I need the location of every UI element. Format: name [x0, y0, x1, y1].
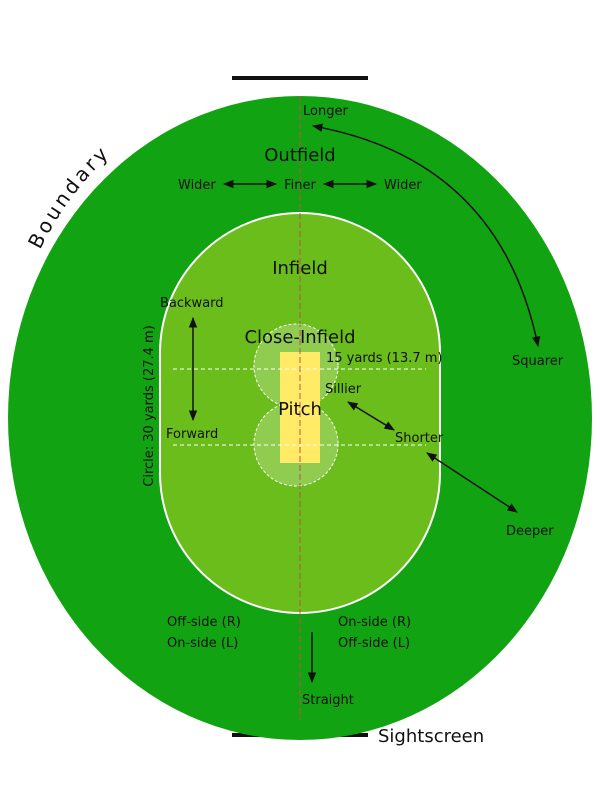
fifteen-yards-label: 15 yards (13.7 m): [326, 351, 443, 366]
sillier-label: Sillier: [325, 382, 362, 397]
wider-left-label: Wider: [178, 178, 216, 193]
close-infield-label: Close-Infield: [244, 327, 355, 348]
squarer-label: Squarer: [512, 354, 564, 369]
longer-squarer-arrow: [311, 123, 541, 348]
deeper-label: Deeper: [506, 524, 554, 539]
wider-right-label: Wider: [384, 178, 422, 193]
sightscreen-label: Sightscreen: [378, 726, 484, 747]
infield-label: Infield: [272, 258, 328, 279]
backward-label: Backward: [160, 296, 224, 311]
straight-label: Straight: [302, 693, 354, 708]
forward-label: Forward: [166, 427, 218, 442]
outfield-label: Outfield: [264, 145, 335, 166]
shorter-deeper-arrow: [426, 452, 518, 513]
off-side-r-label: Off-side (R): [167, 615, 241, 630]
on-side-l-label: On-side (L): [167, 636, 238, 651]
sillier-shorter-arrow: [347, 401, 395, 431]
off-side-l-label: Off-side (L): [338, 636, 410, 651]
pitch-label: Pitch: [278, 399, 322, 420]
circle-label: Circle: 30 yards (27.4 m): [142, 325, 157, 487]
shorter-label: Shorter: [395, 431, 444, 446]
longer-label: Longer: [303, 104, 348, 119]
on-side-r-label: On-side (R): [338, 615, 411, 630]
finer-label: Finer: [284, 178, 316, 193]
